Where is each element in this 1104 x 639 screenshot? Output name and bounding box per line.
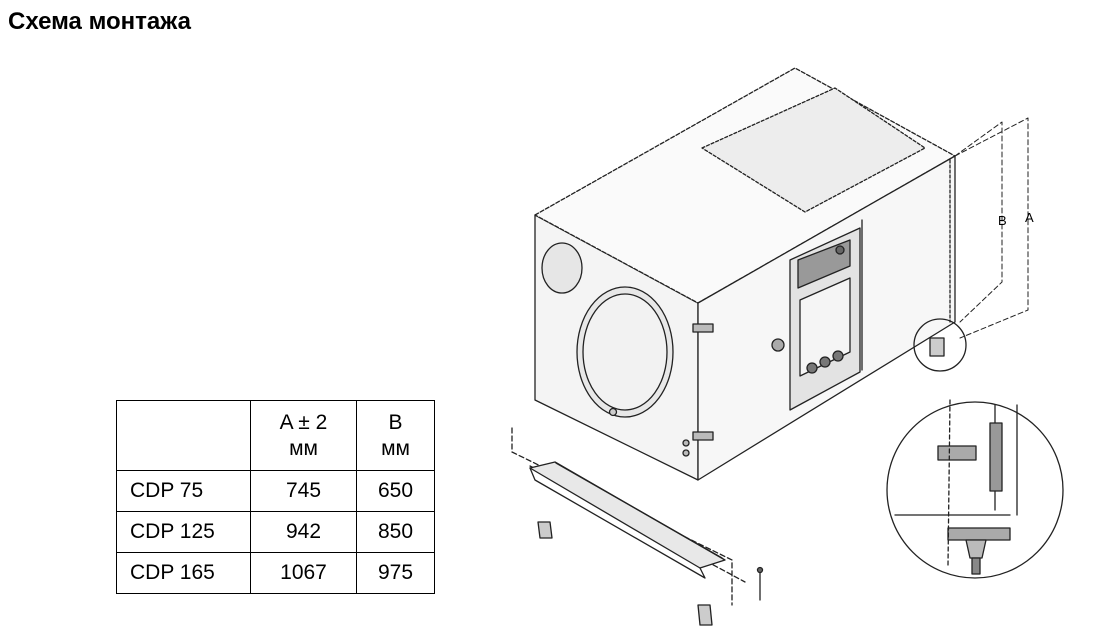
hinge-bolt: [682, 449, 690, 457]
page-title: Схема монтажа: [8, 8, 191, 35]
header-cell-b: B мм: [356, 400, 435, 471]
detail-marker-bracket: [929, 337, 945, 357]
installation-drawing-svg: B A: [511, 67, 1064, 626]
small-duct-opening: [541, 242, 583, 294]
dimension-line-b: [954, 121, 1003, 323]
door-handle: [771, 338, 785, 352]
bracket-detail: [886, 399, 1064, 579]
support-rail-edge: [529, 467, 706, 579]
support-rail: [511, 427, 764, 626]
header-b-label: B: [388, 410, 403, 434]
cell-a: 942: [250, 511, 357, 553]
drain-point: [608, 407, 618, 417]
table-header-row: A ± 2 мм B мм: [116, 400, 435, 471]
control-button: [832, 350, 844, 362]
door-hinges: [682, 323, 714, 457]
detail-marker-circle: [913, 318, 967, 372]
detail-foot: [965, 539, 987, 559]
control-button: [819, 356, 831, 368]
header-a-label: A ± 2: [279, 410, 328, 434]
detail-marker: [913, 318, 967, 372]
support-foot-rear: [697, 604, 713, 626]
table-row: CDP 125 942 850: [116, 511, 435, 553]
support-rail-groove: [555, 462, 723, 559]
hinge-upper: [692, 323, 714, 333]
header-cell-a: A ± 2 мм: [250, 400, 357, 471]
top-service-panel: [701, 87, 926, 213]
cell-b: 650: [356, 470, 435, 512]
cell-model: CDP 165: [116, 552, 251, 594]
hinge-lower: [692, 431, 714, 441]
header-a-unit: мм: [289, 436, 318, 460]
control-knob: [835, 245, 845, 255]
cell-model: CDP 75: [116, 470, 251, 512]
detail-support-bar: [947, 527, 1011, 541]
table-row: CDP 75 745 650: [116, 470, 435, 512]
dimension-label-a: A: [1025, 210, 1034, 225]
table-row: CDP 165 1067 975: [116, 552, 435, 594]
unit-housing: [534, 67, 956, 481]
dimension-label-b: B: [998, 213, 1007, 228]
cell-model: CDP 125: [116, 511, 251, 553]
dimension-line-a: [954, 117, 1029, 339]
detail-plate: [937, 445, 977, 461]
support-rail-body: [529, 461, 726, 569]
cell-a: 745: [250, 470, 357, 512]
detail-vertical-bracket: [989, 422, 1003, 492]
control-button: [806, 362, 818, 374]
control-panel: [771, 227, 861, 411]
cell-b: 850: [356, 511, 435, 553]
header-cell-model: [116, 400, 251, 471]
front-openings: [541, 242, 674, 418]
support-screw-head: [756, 566, 764, 574]
cell-b: 975: [356, 552, 435, 594]
large-duct-opening-inner: [582, 293, 668, 411]
installation-drawing: B A: [490, 60, 1090, 635]
header-b-unit: мм: [381, 436, 410, 460]
cell-a: 1067: [250, 552, 357, 594]
hinge-bolt: [682, 439, 690, 447]
dimensions-table: A ± 2 мм B мм CDP 75 745 650 CDP 125 942…: [116, 400, 435, 594]
support-foot-front: [537, 521, 553, 539]
detail-foot-bolt: [971, 557, 981, 575]
detail-centerline: [947, 399, 951, 566]
dimension-lines: [954, 117, 1029, 339]
detail-circle: [886, 401, 1064, 579]
